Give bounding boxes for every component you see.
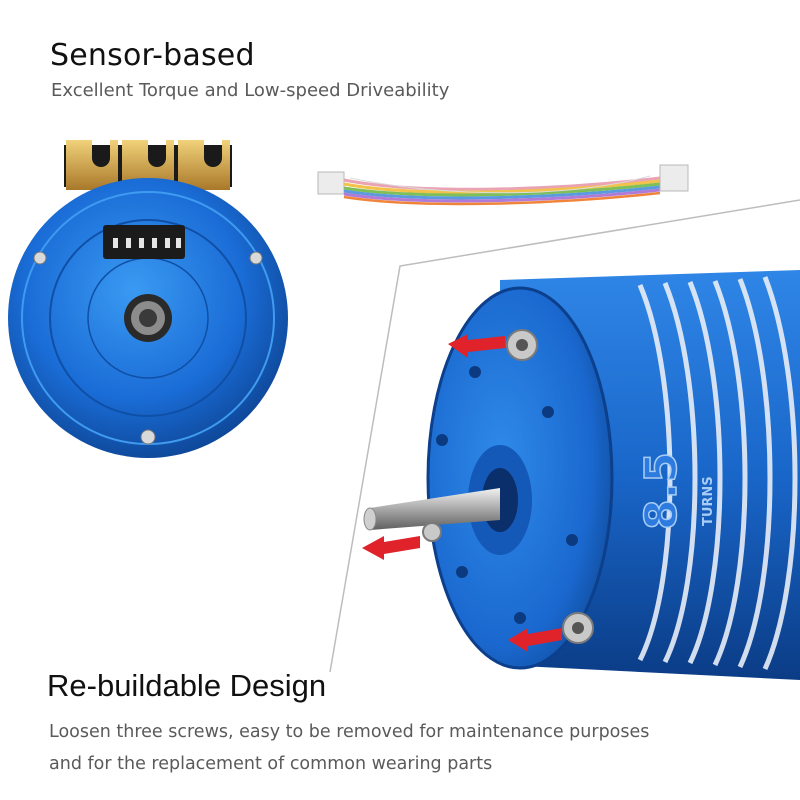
removal-arrows [362, 334, 562, 652]
turns-number: 8.5 [636, 452, 687, 530]
main-motor: 8.5 TURNS [362, 270, 800, 680]
screw [422, 522, 442, 542]
screw [506, 329, 538, 361]
section-description: Loosen three screws, easy to be removed … [49, 716, 649, 780]
turns-unit: TURNS [701, 476, 716, 526]
callout-lines [329, 199, 800, 673]
section-subtitle-sensor: Excellent Torque and Low-speed Driveabil… [51, 80, 450, 101]
sensor-cable [317, 164, 689, 206]
description-line: and for the replacement of common wearin… [49, 754, 493, 774]
description-line: Loosen three screws, easy to be removed … [49, 722, 650, 742]
screw [562, 612, 594, 644]
sensor-motor-back [8, 140, 288, 458]
section-title-rebuildable: Re-buildable Design [47, 668, 327, 703]
section-title-sensor: Sensor-based [50, 38, 255, 73]
